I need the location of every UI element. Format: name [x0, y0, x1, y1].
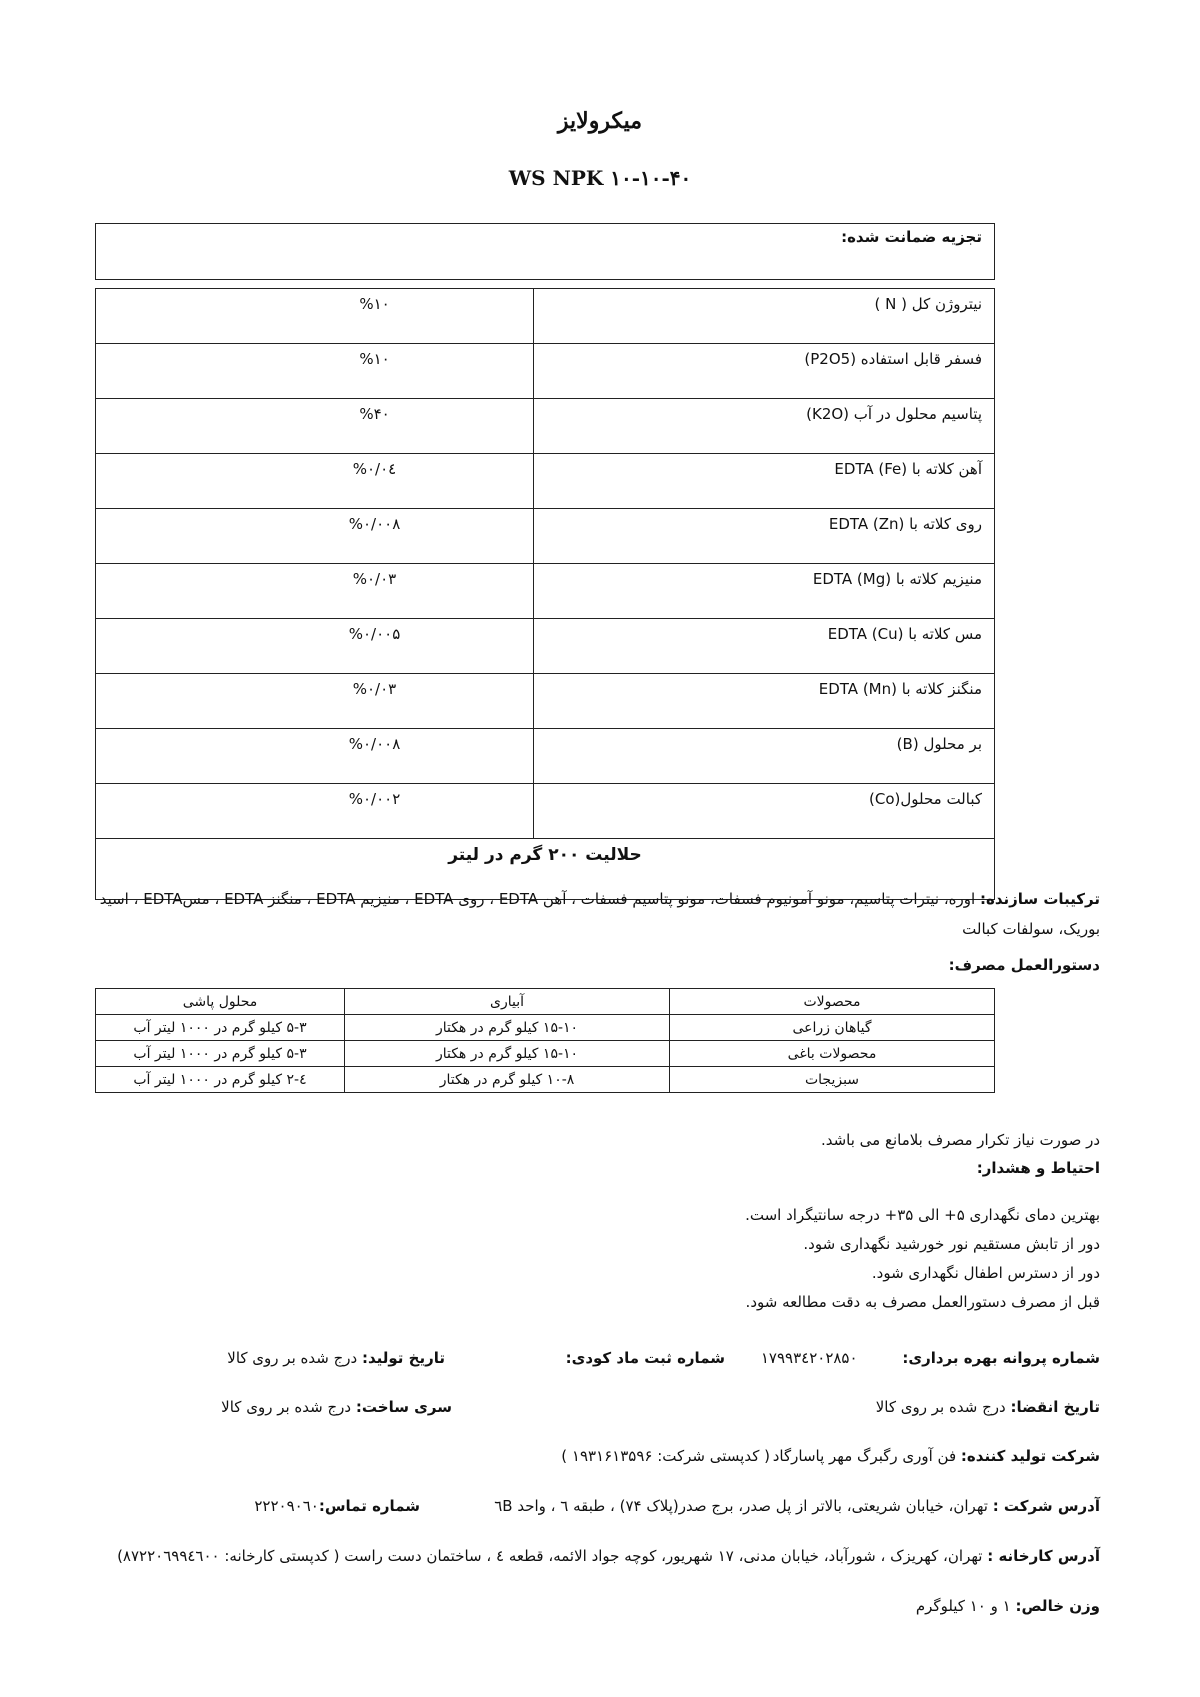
expiry-line: تاریخ انقضا: درج شده بر روی کالا [876, 1398, 1100, 1416]
warning-item: دور از تابش مستقیم نور خورشید نگهداری شو… [803, 1235, 1100, 1253]
phone-value: ۲۲۲۰۹۰٦۰ [254, 1497, 319, 1515]
composition-name: پتاسیم محلول در آب (K2O) [533, 398, 995, 454]
composition-value: %۴۰ [95, 398, 534, 454]
usage-cell: سبزیجات [669, 1066, 995, 1093]
usage-header-irrigation: آبیاری [344, 988, 670, 1015]
usage-label: دستورالعمل مصرف: [948, 956, 1100, 974]
usage-cell: ۱۵-۱۰ کیلو گرم در هکتار [344, 1040, 670, 1067]
usage-cell: گیاهان زراعی [669, 1014, 995, 1041]
solubility-row: حلالیت ۲۰۰ گرم در لیتر [95, 838, 995, 900]
composition-row: منیزیم کلاته با EDTA (Mg)%۰/۰۳ [95, 563, 995, 619]
license-label: شماره پروانه بهره برداری: [902, 1349, 1100, 1367]
usage-cell: ۱۰-۸ کیلو گرم در هکتار [344, 1066, 670, 1093]
composition-row: نیتروژن کل ( N )%۱۰ [95, 288, 995, 344]
composition-value: %۰/۰٤ [95, 453, 534, 509]
composition-row: روی کلاته با EDTA (Zn)%۰/۰۰۸ [95, 508, 995, 564]
ingredients-text: اوره، نیترات پتاسیم، مونو آمونیوم فسفات،… [99, 890, 1100, 938]
batch-label: سری ساخت: [355, 1398, 452, 1416]
ingredients-label: ترکیبات سازنده: [979, 890, 1100, 908]
composition-name: نیتروژن کل ( N ) [533, 288, 995, 344]
factory-address-value: تهران، کهریزک ، شورآباد، خیابان مدنی، ۱۷… [117, 1547, 988, 1565]
usage-header-foliar: محلول پاشی [95, 988, 345, 1015]
composition-row: پتاسیم محلول در آب (K2O)%۴۰ [95, 398, 995, 454]
page-title: میکرولایز [557, 108, 643, 134]
page-subtitle: WS NPK ۱۰-۱۰-۴۰ [508, 166, 692, 190]
phone-label: شماره تماس: [318, 1497, 420, 1515]
phone-line: شماره تماس:۲۲۲۰۹۰٦۰ [254, 1497, 420, 1515]
guaranteed-analysis-label: تجزیه ضمانت شده: [841, 228, 982, 246]
warning-item: بهترین دمای نگهداری ۵+ الی ۳۵+ درجه سانت… [745, 1206, 1100, 1224]
solubility-text: حلالیت ۲۰۰ گرم در لیتر [95, 838, 995, 900]
composition-value: %۱۰ [95, 343, 534, 399]
composition-name: منیزیم کلاته با EDTA (Mg) [533, 563, 995, 619]
manufacturer-value: فن آوری رگبرگ مهر پاسارگاد [772, 1447, 961, 1465]
composition-row: فسفر قابل استفاده (P2O5)%۱۰ [95, 343, 995, 399]
composition-name: بر محلول (B) [533, 728, 995, 784]
production-date-line: تاریخ تولید: درج شده بر روی کالا [227, 1349, 445, 1367]
company-address-line: آدرس شرکت : تهران، خیابان شریعتی، بالاتر… [494, 1497, 1100, 1515]
repeat-note: در صورت نیاز تکرار مصرف بلامانع می باشد. [820, 1131, 1100, 1149]
composition-name: روی کلاته با EDTA (Zn) [533, 508, 995, 564]
ingredients-paragraph: ترکیبات سازنده: اوره، نیترات پتاسیم، مون… [70, 884, 1100, 944]
warning-item: دور از دسترس اطفال نگهداری شود. [871, 1264, 1100, 1282]
manufacturer-line: شرکت تولید کننده: فن آوری رگبرگ مهر پاسا… [773, 1447, 1100, 1465]
usage-cell: محصولات باغی [669, 1040, 995, 1067]
composition-row: بر محلول (B)%۰/۰۰۸ [95, 728, 995, 784]
composition-value: %۰/۰۰۸ [95, 728, 534, 784]
composition-name: آهن کلاته با EDTA (Fe) [533, 453, 995, 509]
expiry-value: درج شده بر روی کالا [875, 1398, 1011, 1416]
composition-row: منگنز کلاته با EDTA (Mn)%۰/۰۳ [95, 673, 995, 729]
production-date-value: درج شده بر روی کالا [227, 1349, 362, 1367]
composition-row: آهن کلاته با EDTA (Fe)%۰/۰٤ [95, 453, 995, 509]
composition-name: فسفر قابل استفاده (P2O5) [533, 343, 995, 399]
net-weight-line: وزن خالص: ۱ و ۱۰ کیلوگرم [916, 1597, 1100, 1615]
usage-header-products: محصولات [669, 988, 995, 1015]
composition-value: %۰/۰۰۲ [95, 783, 534, 839]
composition-value: %۰/۰۳ [95, 563, 534, 619]
usage-cell: ۵-۳ کیلو گرم در ۱۰۰۰ لیتر آب [95, 1014, 345, 1041]
net-weight-label: وزن خالص: [1015, 1597, 1100, 1615]
factory-address-line: آدرس کارخانه : تهران، کهریزک ، شورآباد، … [117, 1547, 1100, 1565]
license-line: شماره پروانه بهره برداری: ۱۷۹۹۳٤۲۰۲۸۵۰ [761, 1349, 1100, 1367]
batch-value: درج شده بر روی کالا [221, 1398, 356, 1416]
warning-item: قبل از مصرف دستورالعمل مصرف به دقت مطالع… [745, 1293, 1100, 1311]
composition-value: %۰/۰۰۵ [95, 618, 534, 674]
usage-cell: ٤-۲ کیلو گرم در ۱۰۰۰ لیتر آب [95, 1066, 345, 1093]
composition-value: %۰/۰۰۸ [95, 508, 534, 564]
warning-label: احتیاط و هشدار: [976, 1159, 1100, 1177]
company-address-value: تهران، خیابان شریعتی، بالاتر از پل صدر، … [494, 1497, 993, 1515]
composition-row: مس کلاته با EDTA (Cu)%۰/۰۰۵ [95, 618, 995, 674]
usage-cell: ۵-۳ کیلو گرم در ۱۰۰۰ لیتر آب [95, 1040, 345, 1067]
composition-row: کبالت محلول(Co)%۰/۰۰۲ [95, 783, 995, 839]
expiry-label: تاریخ انقضا: [1010, 1398, 1100, 1416]
usage-cell: ۱۵-۱۰ کیلو گرم در هکتار [344, 1014, 670, 1041]
registration-label: شماره ثبت ماد کودی: [565, 1349, 725, 1367]
net-weight-value: ۱ و ۱۰ کیلوگرم [915, 1597, 1016, 1615]
composition-name: کبالت محلول(Co) [533, 783, 995, 839]
manufacturer-label: شرکت تولید کننده: [960, 1447, 1100, 1465]
composition-name: منگنز کلاته با EDTA (Mn) [533, 673, 995, 729]
composition-value: %۰/۰۳ [95, 673, 534, 729]
guaranteed-analysis-box: تجزیه ضمانت شده: [95, 223, 995, 280]
factory-address-label: آدرس کارخانه : [987, 1547, 1100, 1565]
batch-line: سری ساخت: درج شده بر روی کالا [221, 1398, 452, 1416]
company-address-label: آدرس شرکت : [992, 1497, 1100, 1515]
postal-code: ( کدپستی شرکت: ۱۹۳۱۶۱۳۵۹۶ ) [561, 1447, 770, 1465]
production-date-label: تاریخ تولید: [361, 1349, 445, 1367]
composition-value: %۱۰ [95, 288, 534, 344]
license-value: ۱۷۹۹۳٤۲۰۲۸۵۰ [760, 1349, 858, 1367]
composition-name: مس کلاته با EDTA (Cu) [533, 618, 995, 674]
